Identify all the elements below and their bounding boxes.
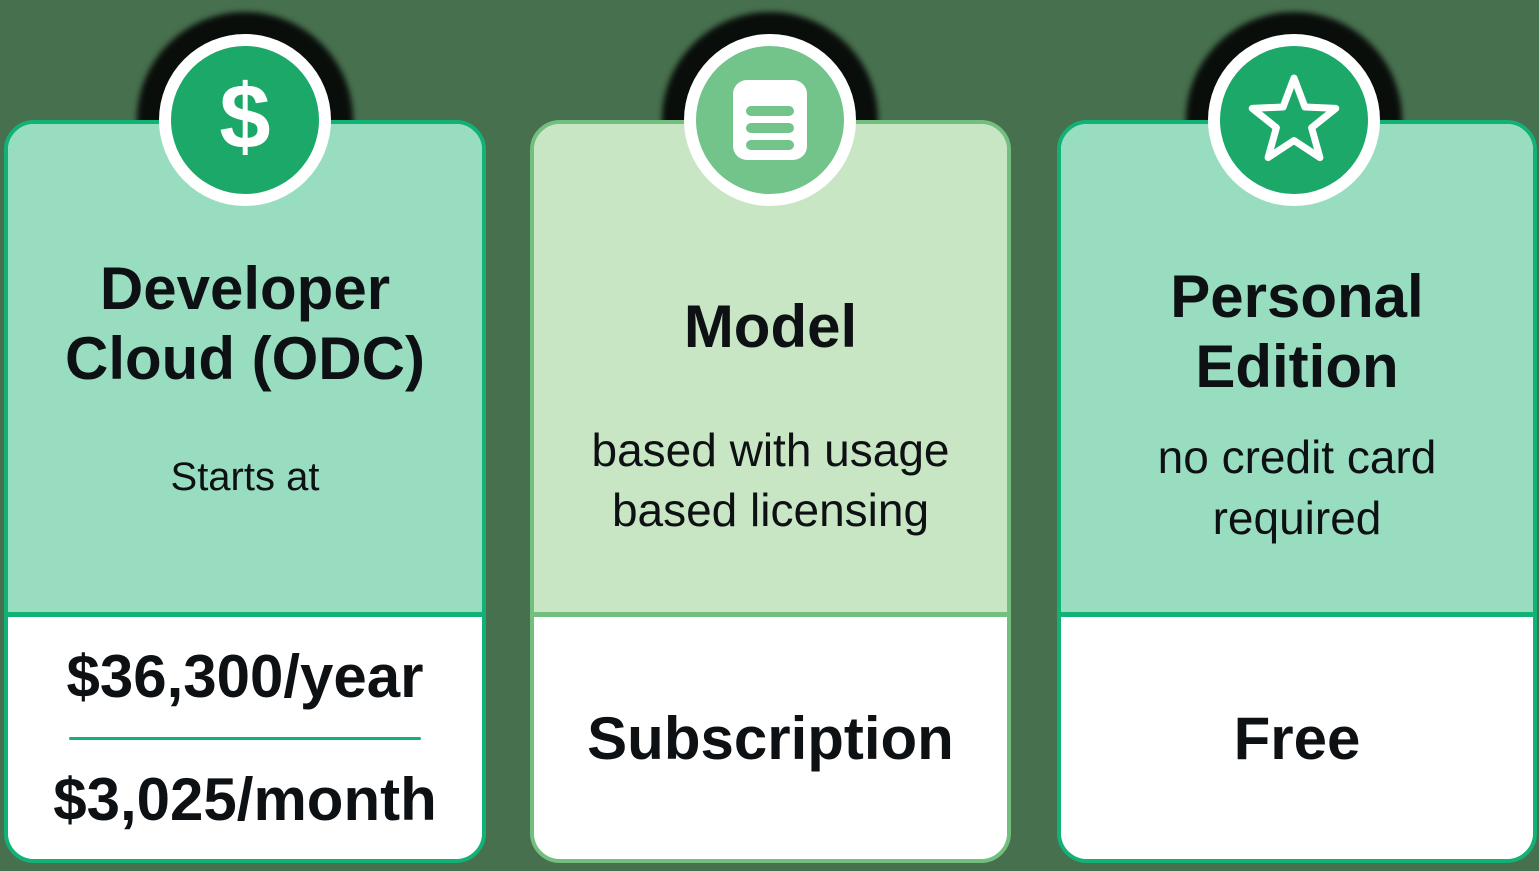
card-title: Personal Edition bbox=[1170, 263, 1424, 400]
section-divider bbox=[1061, 612, 1533, 617]
section-divider bbox=[8, 612, 482, 617]
price-monthly: $3,025/month bbox=[53, 765, 437, 833]
document-line bbox=[746, 123, 794, 133]
document-line bbox=[746, 106, 794, 116]
dollar-glyph: $ bbox=[219, 66, 271, 168]
section-divider bbox=[534, 612, 1007, 617]
pricing-card-developer-cloud: Developer Cloud (ODC) Starts at $36,300/… bbox=[4, 120, 486, 863]
price-yearly: $36,300/year bbox=[66, 642, 424, 710]
model-value: Subscription bbox=[587, 704, 954, 772]
document-line bbox=[746, 140, 794, 150]
document-icon-badge bbox=[684, 34, 856, 206]
card-title: Model bbox=[683, 293, 858, 360]
star-icon bbox=[1220, 46, 1368, 194]
star-outline-shape bbox=[1248, 74, 1340, 162]
card-subtitle: Starts at bbox=[170, 455, 320, 500]
dollar-icon-badge: $ bbox=[159, 34, 331, 206]
document-icon bbox=[696, 46, 844, 194]
card-subtitle: based with usage based licensing bbox=[591, 423, 950, 537]
card-subtitle: no credit card required bbox=[1157, 431, 1437, 544]
dollar-icon: $ bbox=[171, 46, 319, 194]
personal-edition-value: Free bbox=[1233, 704, 1361, 772]
card-title: Developer Cloud (ODC) bbox=[65, 255, 425, 392]
card-header-model: Model based with usage based licensing bbox=[534, 124, 1007, 612]
card-value-section: Subscription bbox=[534, 617, 1007, 859]
document-shape bbox=[733, 80, 807, 160]
pricing-card-personal-edition: Personal Edition no credit card required… bbox=[1057, 120, 1537, 863]
card-value-section: Free bbox=[1061, 617, 1533, 859]
price-divider-line bbox=[69, 736, 421, 740]
star-icon-badge bbox=[1208, 34, 1380, 206]
pricing-card-model: Model based with usage based licensing S… bbox=[530, 120, 1011, 863]
card-price-section: $36,300/year $3,025/month bbox=[8, 617, 482, 859]
